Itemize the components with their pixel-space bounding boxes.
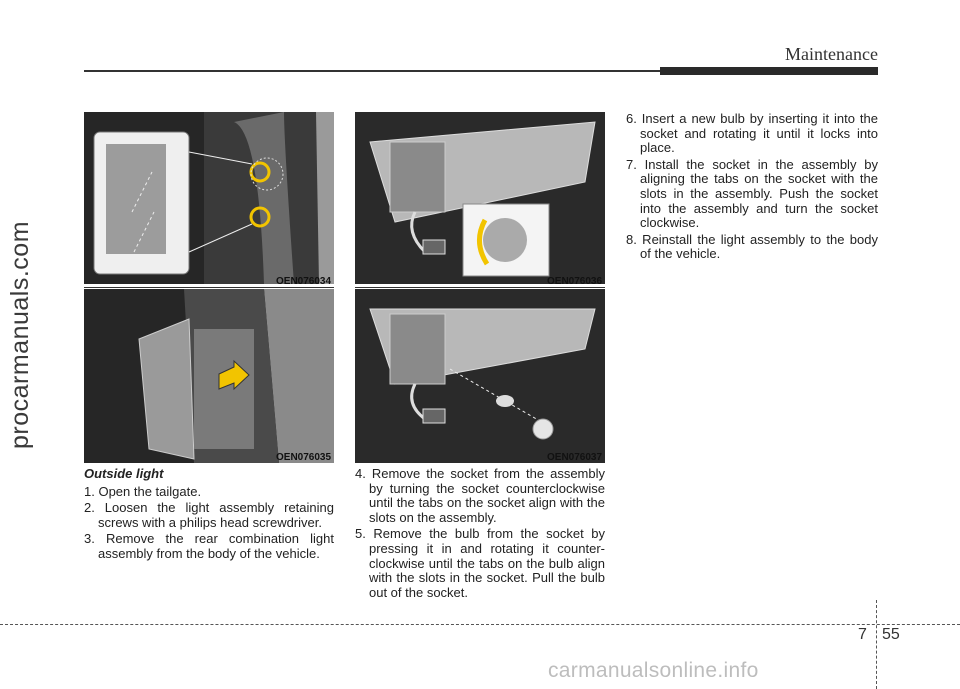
figure-screws-closeup-drawing [84,112,334,284]
step-2: 2. Loosen the light assembly retaining s… [84,500,334,530]
text-column-2: 4. Remove the socket from the assembly b… [355,466,605,602]
figure-socket-removal [355,112,605,284]
step-4: 4. Remove the socket from the assembly b… [355,466,605,525]
step-6: 6. Insert a new bulb by inserting it int… [626,111,878,156]
header-rule [84,70,660,72]
figure-code: OEN076035 [276,452,332,463]
figure-rule [355,287,605,288]
figure-bulb-removal-drawing [355,289,605,463]
step-1: 1. Open the tailgate. [84,483,202,499]
figure-code: OEN076037 [547,452,603,463]
section-title: Maintenance [785,44,878,64]
chapter-number: 7 [858,626,867,643]
figure-remove-light [84,289,334,463]
footer-divider [876,600,877,689]
step-5: 5. Remove the bulb from the socket by pr… [355,526,605,600]
section-heading: Outside light [84,466,164,481]
figure-code: OEN076034 [276,276,332,287]
figure-bulb-removal [355,289,605,463]
text-column-1: Outside light 1. Open the tailgate. 2. L… [84,466,334,564]
text-column-3: 6. Insert a new bulb by inserting it int… [626,111,878,264]
step-3: 3. Remove the rear combination light ass… [84,531,334,561]
figure-socket-removal-drawing [355,112,605,284]
step-8: 8. Reinstall the light assembly to the b… [626,231,878,262]
bottom-watermark: carmanualsonline.info [548,659,759,682]
figure-screws-closeup [84,112,334,284]
header-tab [660,67,878,75]
footer-rule [0,624,960,625]
page-number: 55 [882,626,900,643]
figure-rule [84,287,334,288]
figure-code: OEN076036 [547,276,603,287]
side-watermark: procarmanuals.com [6,220,34,450]
figure-remove-light-drawing [84,289,334,463]
step-7: 7. Install the socket in the assembly by… [626,156,878,231]
